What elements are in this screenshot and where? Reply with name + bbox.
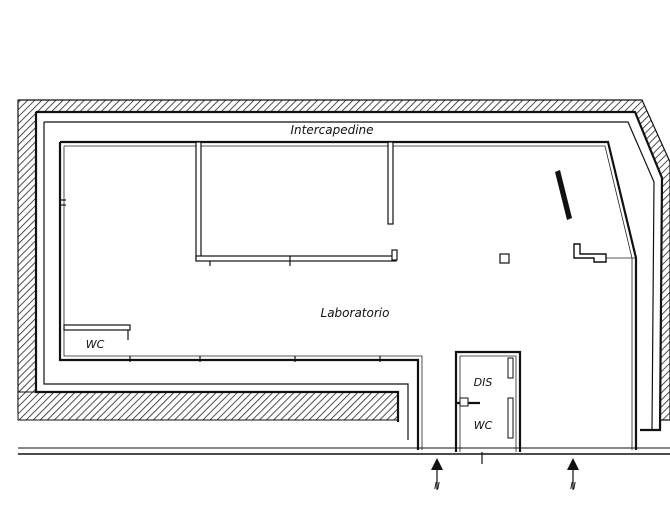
label-wc-right: WC bbox=[474, 419, 493, 432]
diagonal-beam bbox=[555, 170, 572, 220]
cavity-middle-line bbox=[43, 121, 655, 440]
internal-partitions bbox=[195, 141, 398, 266]
section-marker-2-label: II bbox=[570, 481, 576, 492]
label-dis: DIS bbox=[474, 376, 493, 389]
label-laboratorio: Laboratorio bbox=[321, 306, 390, 320]
label-wc-left: WC bbox=[86, 338, 105, 351]
wc-left-partition bbox=[63, 324, 131, 331]
cavity-outer-wall bbox=[34, 110, 664, 432]
wall-openings bbox=[60, 199, 381, 362]
ground-line bbox=[18, 447, 670, 455]
laboratory-perimeter-inner bbox=[63, 145, 633, 450]
laboratory-perimeter-wall bbox=[58, 140, 638, 450]
section-marker-1-label: II bbox=[434, 481, 440, 492]
hatched-earth-strip bbox=[17, 391, 399, 421]
label-intercapedine: Intercapedine bbox=[290, 123, 373, 137]
right-partition bbox=[573, 243, 607, 263]
dis-wc-block bbox=[454, 350, 522, 464]
column bbox=[499, 253, 510, 264]
section-marker-2: II bbox=[567, 458, 579, 492]
section-marker-1: II bbox=[431, 458, 443, 492]
